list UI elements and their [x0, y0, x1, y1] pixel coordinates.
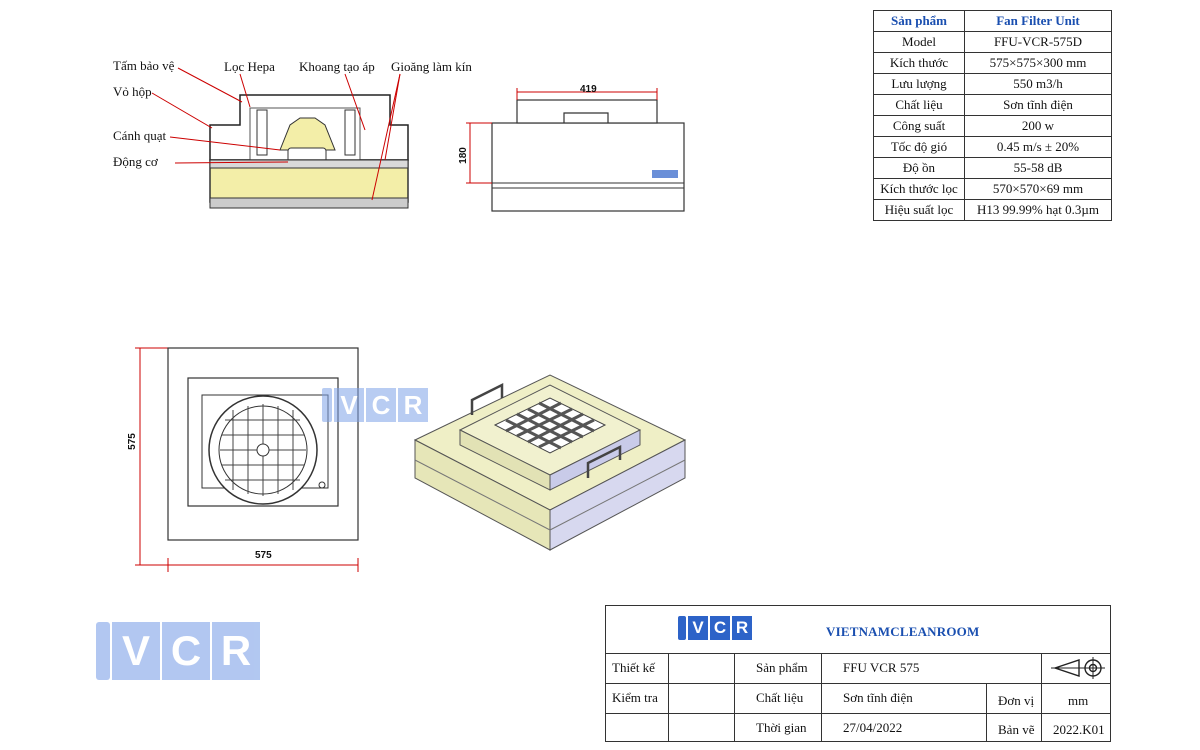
spec-value: 0.45 m/s ± 20% [964, 136, 1112, 158]
san-pham-value: FFU VCR 575 [843, 660, 920, 675]
divider [606, 683, 1110, 684]
kiem-tra-label: Kiểm tra [612, 690, 658, 705]
spec-key: Công suất [873, 115, 965, 137]
chat-lieu-label: Chất liệu [756, 690, 804, 705]
title-block: V C R VIETNAMCLEANROOM Thiết kế Kiểm tra… [605, 605, 1111, 742]
chat-lieu-value: Sơn tĩnh điện [843, 690, 913, 705]
spec-value: 570×570×69 mm [964, 178, 1112, 200]
logo-letter: C [162, 622, 210, 680]
spec-value: 575×575×300 mm [964, 52, 1112, 74]
spec-key: Tốc độ gió [873, 136, 965, 158]
logo-letter: C [710, 616, 730, 640]
logo-letter: R [398, 388, 428, 422]
spec-key: Lưu lượng [873, 73, 965, 95]
cross-section-svg [151, 67, 409, 209]
spec-key: Hiệu suất lọc [873, 199, 965, 221]
spec-value: Sơn tĩnh điện [964, 94, 1112, 116]
callout-vo-hop: Vỏ hộp [113, 84, 152, 99]
spec-header-value: Fan Filter Unit [964, 10, 1112, 32]
divider [1041, 653, 1042, 741]
spec-value: FFU-VCR-575D [964, 31, 1112, 53]
thoi-gian-label: Thời gian [756, 720, 807, 735]
logo-letter: R [732, 616, 752, 640]
logo-letter: R [212, 622, 260, 680]
dim-front-width: 575 [255, 550, 272, 561]
divider [986, 683, 987, 741]
logo-mark [96, 622, 110, 680]
spec-value: 55-58 dB [964, 157, 1112, 179]
spec-header-key: Sản phẩm [873, 10, 965, 32]
logo-letter: V [334, 388, 364, 422]
spec-value: 550 m3/h [964, 73, 1112, 95]
callout-dong-co: Động cơ [113, 154, 158, 169]
logo-letter: C [366, 388, 396, 422]
callout-gioang-lam-kin: Gioăng làm kín [391, 59, 472, 74]
ban-ve-label: Bản vẽ [998, 722, 1035, 737]
san-pham-label: Sản phẩm [756, 660, 808, 675]
divider [668, 653, 669, 741]
projection-symbol-icon [1051, 655, 1105, 685]
callout-tam-bao-ve: Tấm bảo vệ [113, 58, 175, 73]
spec-key: Kích thước lọc [873, 178, 965, 200]
cross-section-drawing [100, 50, 490, 220]
don-vi-value: mm [1068, 693, 1089, 708]
callout-loc-hepa: Lọc Hepa [224, 59, 275, 74]
logo-mark [322, 388, 332, 422]
spec-key: Chất liệu [873, 94, 965, 116]
logo-letter: V [688, 616, 708, 640]
dim-top-width: 419 [580, 84, 597, 95]
divider [606, 653, 1110, 654]
dim-side-height: 180 [457, 147, 469, 164]
spec-value: H13 99.99% hạt 0.3µm [964, 199, 1112, 221]
callout-khoang-tao-ap: Khoang tạo áp [299, 59, 375, 74]
spec-header-row: Sản phẩm Fan Filter Unit [873, 10, 1112, 32]
spec-value: 200 w [964, 115, 1112, 137]
dim-front-height: 575 [126, 433, 138, 450]
don-vi-label: Đơn vị [998, 693, 1035, 708]
front-view-drawing [130, 340, 370, 575]
vcr-watermark-logo: V C R [322, 388, 428, 427]
company-name: VIETNAMCLEANROOM [826, 624, 980, 639]
divider [606, 713, 1110, 714]
vcr-logo-large: V C R [96, 622, 260, 685]
logo-letter: V [112, 622, 160, 680]
logo-mark [678, 616, 686, 640]
spec-key: Kích thước [873, 52, 965, 74]
spec-key: Độ ồn [873, 157, 965, 179]
divider [734, 653, 735, 741]
thiet-ke-label: Thiết kế [612, 660, 655, 675]
side-view-drawing [460, 80, 690, 215]
divider [821, 653, 822, 741]
callout-canh-quat: Cánh quạt [113, 128, 167, 143]
vcr-logo-small: V C R [678, 616, 752, 644]
ban-ve-value: 2022.K01 [1053, 722, 1105, 737]
isometric-view-drawing [410, 360, 690, 555]
thoi-gian-value: 27/04/2022 [843, 720, 903, 735]
spec-key: Model [873, 31, 965, 53]
